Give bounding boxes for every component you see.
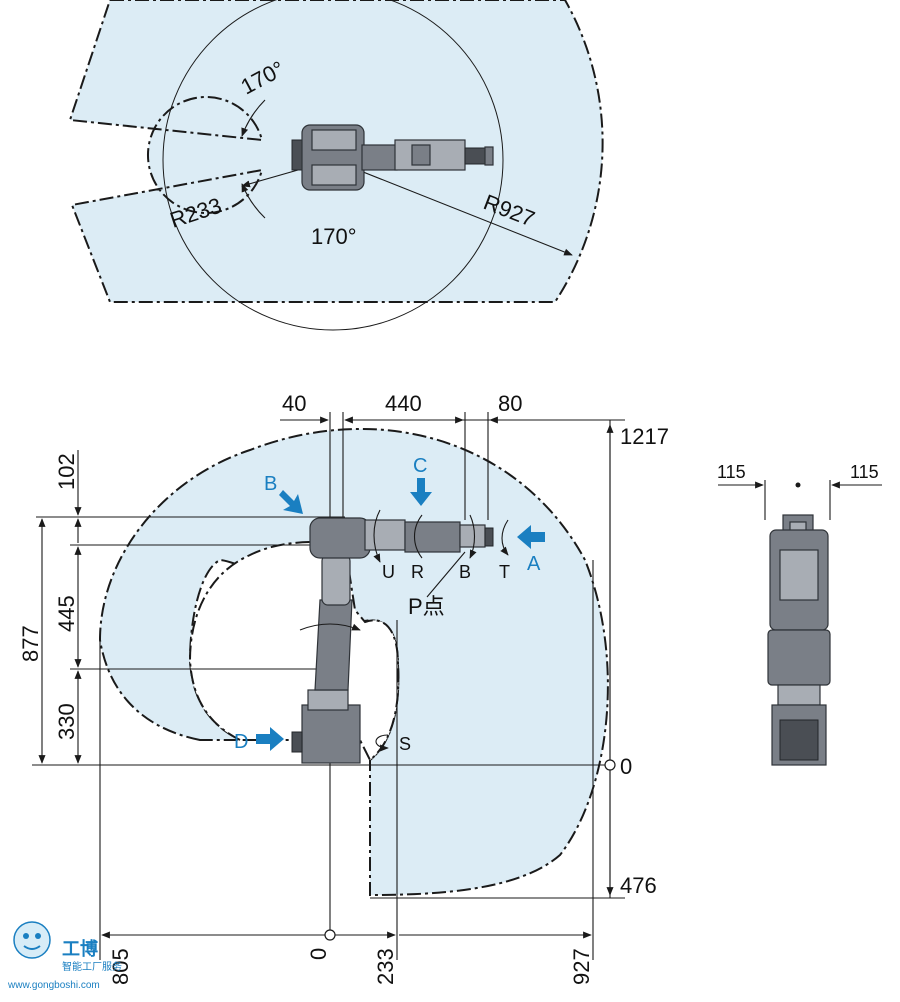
front-dim-right: 115: [850, 462, 879, 482]
dim-805: 805: [108, 948, 133, 985]
angle-label-bottom: 170°: [311, 224, 357, 249]
axis-label-r: R: [411, 562, 424, 582]
axis-label-b: B: [459, 562, 471, 582]
dim-330: 330: [54, 703, 79, 740]
axis-label-t: T: [499, 562, 510, 582]
dim-40: 40: [282, 391, 306, 416]
origin-marker-right: [604, 759, 616, 771]
top-view: 170° 170° R233 R927: [68, 0, 604, 331]
view-label-c: C: [413, 455, 427, 477]
view-label-a: A: [527, 553, 541, 575]
dim-445: 445: [54, 595, 79, 632]
origin-marker-bottom: [324, 929, 336, 941]
dim-233: 233: [373, 948, 398, 985]
view-label-d: D: [234, 731, 248, 753]
side-view: B C A D U R B T S P点 40 440 80 102 445 3…: [18, 391, 669, 985]
watermark-slogan: 智能工厂服务: [62, 960, 122, 973]
dim-102: 102: [54, 453, 79, 490]
axis-label-s: S: [399, 734, 411, 754]
axis-label-u: U: [382, 562, 395, 582]
view-label-b: B: [264, 473, 277, 495]
dim-440: 440: [385, 391, 422, 416]
front-dim-left: 115: [717, 462, 746, 482]
front-view: 115 115: [717, 462, 882, 766]
dim-80: 80: [498, 391, 522, 416]
robot-top-view-icon: [291, 124, 494, 191]
robot-front-view-icon: [767, 514, 831, 766]
dim-927: 927: [569, 948, 594, 985]
dim-0-bottom: 0: [306, 948, 331, 960]
inner-reach-circle: [162, 0, 504, 331]
dim-0-right: 0: [620, 754, 632, 779]
watermark-brand: 工博: [62, 938, 98, 959]
watermark-url: www.gongboshi.com: [7, 980, 100, 991]
dim-476: 476: [620, 873, 657, 898]
dim-877: 877: [18, 625, 43, 662]
point-p-label: P点: [408, 594, 445, 619]
dim-1217: 1217: [620, 424, 669, 449]
watermark-logo: 工博 智能工厂服务 www.gongboshi.com: [7, 921, 122, 991]
robot-side-view-icon: [291, 517, 494, 764]
